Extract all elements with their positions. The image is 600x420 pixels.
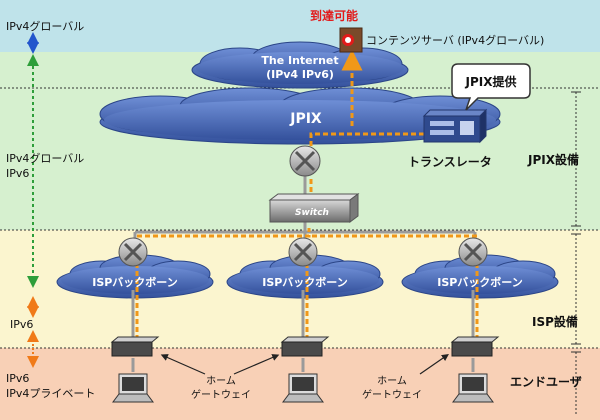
zone-label-ipv6-private-line2: IPv4プライベート bbox=[6, 387, 95, 400]
home-gateway-right bbox=[450, 336, 500, 357]
translator-label: トランスレータ bbox=[408, 155, 492, 169]
scope-markers bbox=[571, 91, 581, 414]
gateway-pointer-left bbox=[160, 354, 206, 375]
switch-label: Switch bbox=[295, 208, 329, 218]
home-gateway-center bbox=[280, 336, 330, 357]
internet-label-line1: The Internet bbox=[261, 54, 338, 67]
home-gateway-label-left-line1: ホーム bbox=[206, 375, 236, 387]
zone-label-ipv6-private-line1: IPv6 bbox=[6, 372, 29, 385]
laptop-right bbox=[452, 373, 494, 403]
isp-backbone-label-center: ISPバックボーン bbox=[262, 275, 348, 289]
router-isp-left bbox=[118, 237, 148, 267]
jpix-label: JPIX bbox=[289, 111, 322, 127]
switch-device bbox=[268, 193, 360, 223]
home-gateway-label-right-line1: ホーム bbox=[377, 375, 407, 387]
laptop-center bbox=[282, 373, 324, 403]
translator-device bbox=[422, 108, 488, 144]
gateway-pointer-center bbox=[233, 354, 280, 375]
home-gateway-left bbox=[110, 336, 160, 357]
end-user-label: エンドユーザ bbox=[510, 375, 582, 389]
connection-lines bbox=[131, 175, 477, 372]
content-server-label: コンテンツサーバ (IPv4グローバル) bbox=[366, 33, 544, 47]
isp-equipment-label: ISP設備 bbox=[532, 314, 578, 329]
jpix-provided-callout bbox=[451, 63, 531, 111]
router-isp-center bbox=[288, 237, 318, 267]
zone-label-ipv4-global: IPv4グローバル bbox=[6, 19, 84, 33]
zone-label-ipv4-ipv6-line1: IPv4グローバル bbox=[6, 151, 84, 165]
isp-backbone-label-left: ISPバックボーン bbox=[92, 275, 178, 289]
home-gateway-label-left-line2: ゲートウェイ bbox=[191, 389, 251, 401]
jpix-equipment-label: JPIX設備 bbox=[527, 152, 579, 167]
home-gateway-label-right-line2: ゲートウェイ bbox=[362, 389, 422, 401]
zone-label-ipv4-ipv6-line2: IPv6 bbox=[6, 167, 29, 180]
internet-label-line2: (IPv4 IPv6) bbox=[266, 68, 334, 81]
content-server bbox=[339, 27, 363, 53]
zone-label-ipv6: IPv6 bbox=[10, 318, 33, 331]
jpix-provided-label: JPIX提供 bbox=[465, 74, 517, 89]
isp-backbone-label-right: ISPバックボーン bbox=[437, 275, 523, 289]
gateway-pointer-right bbox=[419, 353, 449, 375]
reachable-label: 到達可能 bbox=[310, 8, 358, 23]
laptop-left bbox=[112, 373, 154, 403]
router-isp-right bbox=[458, 237, 488, 267]
router-jpix bbox=[289, 145, 321, 177]
